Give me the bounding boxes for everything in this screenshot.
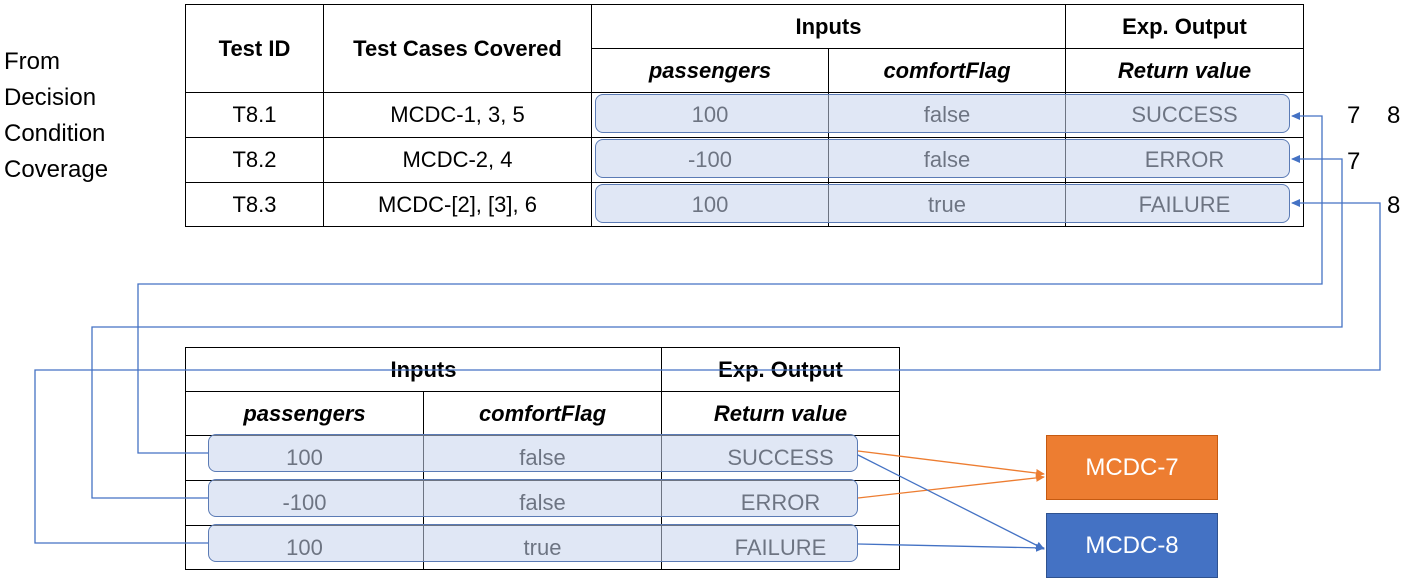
cell-test-cases: MCDC-[2], [3], 6 <box>323 182 592 227</box>
source-label: From Decision Condition Coverage <box>4 44 108 188</box>
header-passengers: passengers <box>591 48 829 93</box>
arrow-to-mcdc-7 <box>857 450 1045 477</box>
arrow-to-mcdc-7 <box>857 473 1045 499</box>
header-inputs: Inputs <box>591 4 1066 49</box>
row-annotation: 8 <box>1387 102 1401 129</box>
row-annotation: 7 <box>1347 148 1361 175</box>
cell-test-id: T8.3 <box>185 182 324 227</box>
header-passengers: passengers <box>185 391 424 436</box>
cell-test-cases: MCDC-1, 3, 5 <box>323 92 592 138</box>
header-return-value: Return value <box>1065 48 1304 93</box>
arrow-to-mcdc-8 <box>857 454 1045 550</box>
row-annotation: 7 <box>1347 102 1361 129</box>
header-test-cases: Test Cases Covered <box>323 4 592 93</box>
link-row-2 <box>91 155 1343 499</box>
source-label-line: Condition <box>4 120 106 147</box>
header-exp-output: Exp. Output <box>1065 4 1304 49</box>
source-label-line: Decision <box>4 84 97 111</box>
arrow-to-mcdc-8 <box>857 543 1045 552</box>
mcdc-8-box: MCDC-8 <box>1046 513 1218 578</box>
mcdc-7-box: MCDC-7 <box>1046 435 1218 500</box>
cell-test-id: T8.2 <box>185 137 324 183</box>
link-row-1 <box>137 112 1323 454</box>
link-row-3 <box>34 199 1381 544</box>
row-annotation: 8 <box>1387 192 1401 219</box>
header-comfort-flag: comfortFlag <box>423 391 662 436</box>
source-label-line: Coverage <box>4 156 109 183</box>
header-return-value: Return value <box>661 391 900 436</box>
source-label-line: From <box>4 48 60 75</box>
